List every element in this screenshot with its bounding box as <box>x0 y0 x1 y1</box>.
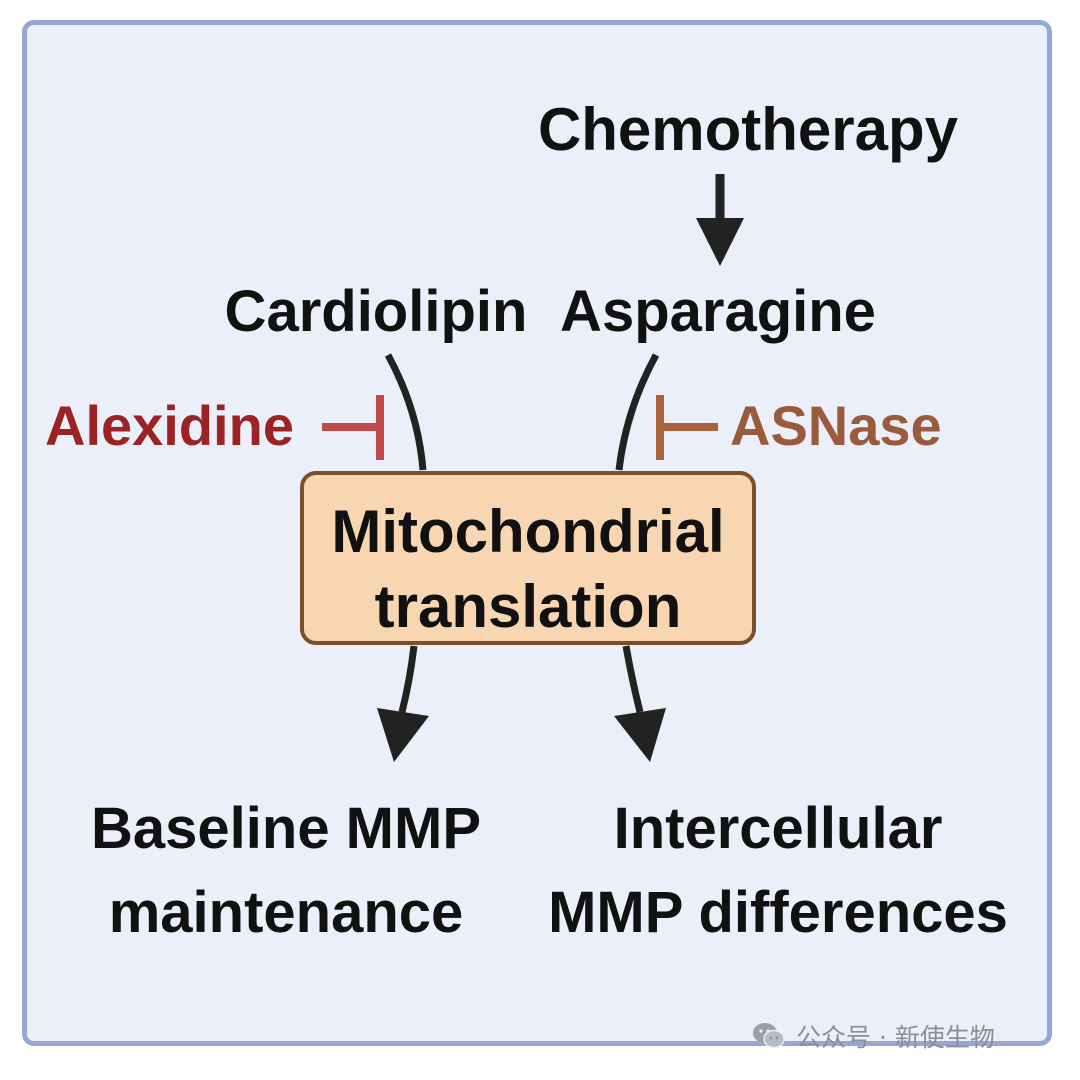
node-cardiolipin: Cardiolipin <box>224 279 528 344</box>
arrowhead-chemotherapy <box>696 218 744 266</box>
arrowhead-baseline <box>377 708 429 762</box>
curve-asparagine-to-translation <box>615 353 660 471</box>
watermark-text: 公众号 · 新使生物 <box>796 1023 995 1052</box>
mito-line-2: translation <box>374 573 682 640</box>
curve-translation-to-baseline <box>398 645 418 713</box>
curve-cardiolipin-to-translation <box>384 353 427 471</box>
inhibition-alexidine <box>322 395 384 460</box>
node-baseline-mmp: Baseline MMP maintenance <box>91 787 481 955</box>
wechat-icon <box>753 1023 785 1049</box>
watermark: 公众号 · 新使生物 <box>752 1018 995 1054</box>
inhibition-asnase <box>656 395 718 460</box>
inhibitor-asnase: ASNase <box>730 394 942 457</box>
mito-line-1: Mitochondrial <box>331 498 725 565</box>
inhibitor-alexidine: Alexidine <box>45 394 294 457</box>
intercellular-line-1: Intercellular <box>613 796 943 861</box>
node-mitochondrial-translation: Mitochondrial translation <box>300 471 756 645</box>
curve-translation-to-intercellular <box>622 645 644 713</box>
intercellular-line-2: MMP differences <box>548 880 1008 946</box>
node-chemotherapy: Chemotherapy <box>537 96 959 163</box>
baseline-line-1: Baseline MMP <box>91 796 481 861</box>
arrowhead-intercellular <box>614 708 666 762</box>
baseline-line-2: maintenance <box>108 880 464 946</box>
node-intercellular-mmp: Intercellular MMP differences <box>548 787 1008 955</box>
node-asparagine: Asparagine <box>560 279 876 344</box>
